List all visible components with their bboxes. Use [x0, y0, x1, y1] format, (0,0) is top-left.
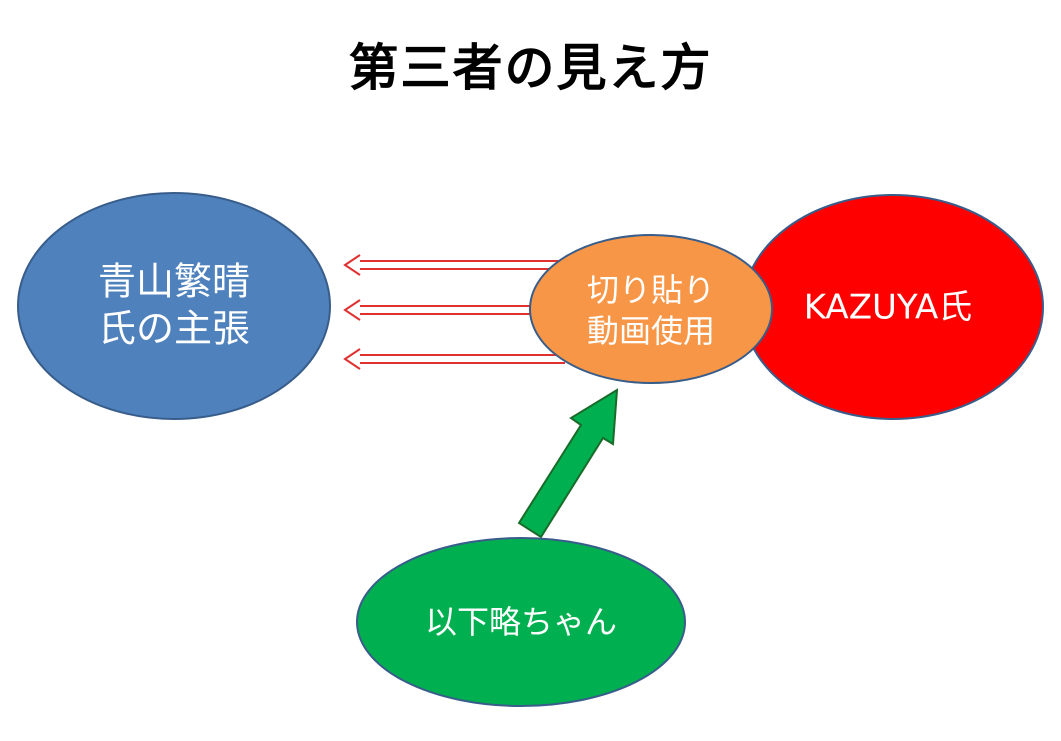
ika-label: 以下略ちゃん [425, 603, 617, 641]
red-arrow-top [343, 254, 565, 276]
diagram-title: 第三者の見え方 [348, 39, 713, 97]
clip-label-line1: 切り貼り [587, 271, 715, 309]
green-arrow [517, 388, 619, 539]
red-arrows [343, 254, 565, 370]
clip-node [529, 234, 773, 384]
aoyama-label-line1: 青山繁晴 [98, 260, 250, 304]
aoyama-label-line2: 氏の主張 [98, 307, 250, 351]
clip-label-line2: 動画使用 [587, 312, 715, 350]
ika-node [356, 537, 686, 707]
red-arrow-bottom [343, 348, 565, 370]
aoyama-node [17, 192, 331, 420]
kazuya-label: KAZUYA氏 [804, 288, 973, 328]
